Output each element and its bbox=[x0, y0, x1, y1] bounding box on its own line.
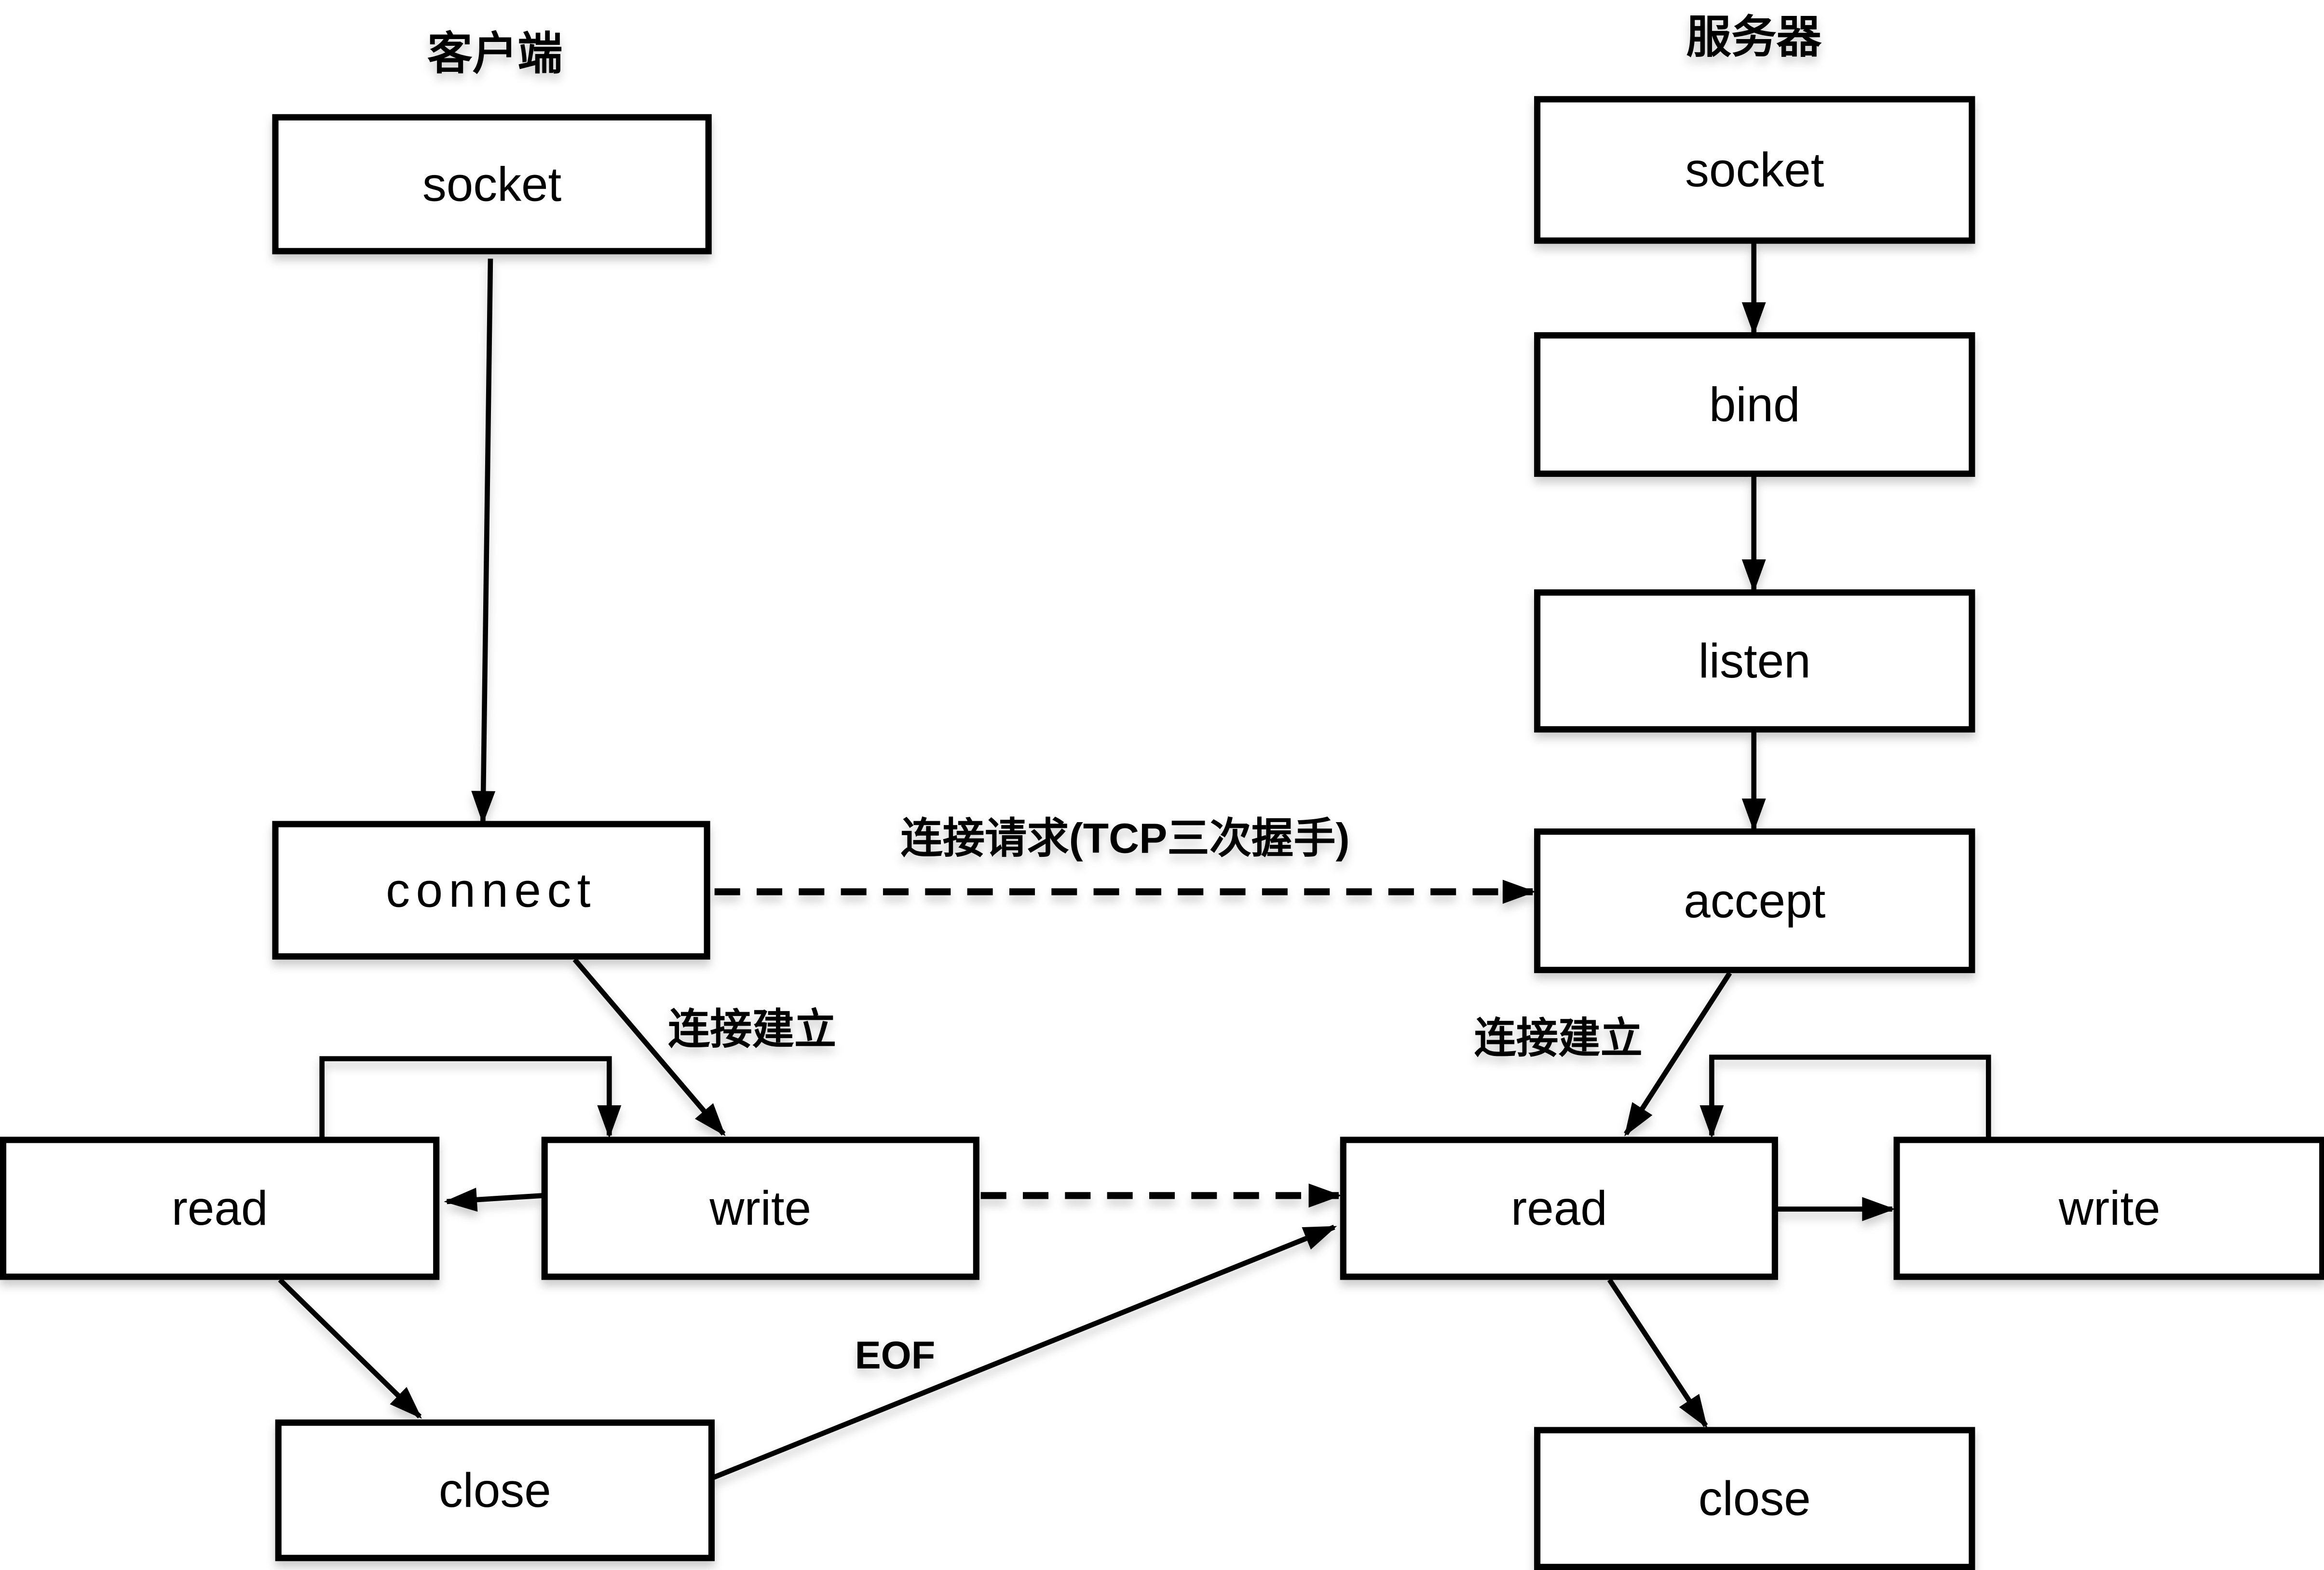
edge-client-socket-to-connect bbox=[471, 258, 496, 825]
node-label-server-socket: socket bbox=[1685, 144, 1824, 197]
node-label-server-read: read bbox=[1511, 1182, 1607, 1235]
node-server-write bbox=[1893, 1137, 2324, 1280]
node-server-read bbox=[1340, 1137, 1778, 1280]
edge-server-write-loop-to-read bbox=[1699, 1055, 1991, 1140]
node-label-server-accept: accept bbox=[1684, 874, 1825, 928]
node-client-connect bbox=[272, 821, 710, 960]
edge-client-connect-to-write bbox=[572, 958, 726, 1137]
label-conn-est-client: 连接建立 bbox=[668, 1005, 836, 1053]
node-client-socket bbox=[272, 114, 712, 255]
node-server-accept bbox=[1534, 828, 1975, 974]
label-eof: EOF bbox=[855, 1334, 936, 1377]
edge-client-read-loop-to-write bbox=[319, 1056, 622, 1140]
label-title-client: 客户端 bbox=[427, 28, 563, 79]
node-label-client-write: write bbox=[709, 1182, 811, 1235]
node-label-server-write: write bbox=[2058, 1182, 2161, 1235]
node-server-socket bbox=[1534, 96, 1975, 244]
node-label-client-close: close bbox=[439, 1464, 551, 1517]
node-label-server-close: close bbox=[1699, 1472, 1811, 1526]
node-client-write bbox=[541, 1137, 979, 1280]
edge-client-read-to-close bbox=[278, 1278, 422, 1419]
diagram-content: socket connect read write close socket bind lis… bbox=[0, 12, 2324, 1570]
node-label-client-socket: socket bbox=[422, 158, 561, 211]
node-server-bind bbox=[1534, 332, 1975, 477]
edge-client-write-to-read bbox=[444, 1188, 544, 1212]
edge-server-accept-to-read bbox=[1624, 971, 1732, 1137]
node-label-server-listen: listen bbox=[1699, 635, 1811, 688]
label-conn-est-server: 连接建立 bbox=[1474, 1015, 1643, 1062]
node-label-client-read: read bbox=[172, 1182, 268, 1235]
node-client-read bbox=[0, 1137, 440, 1280]
edge-close-eof-to-server-read bbox=[703, 1225, 1337, 1484]
label-handshake: 连接请求(TCP三次握手) bbox=[900, 814, 1349, 862]
node-server-close bbox=[1534, 1427, 1975, 1570]
node-server-listen bbox=[1534, 589, 1975, 733]
node-client-close bbox=[275, 1419, 715, 1561]
node-label-client-connect: connect bbox=[386, 864, 597, 918]
label-title-server: 服务器 bbox=[1686, 12, 1822, 62]
edge-server-read-to-close bbox=[1607, 1278, 1708, 1428]
node-label-server-bind: bind bbox=[1709, 378, 1800, 432]
